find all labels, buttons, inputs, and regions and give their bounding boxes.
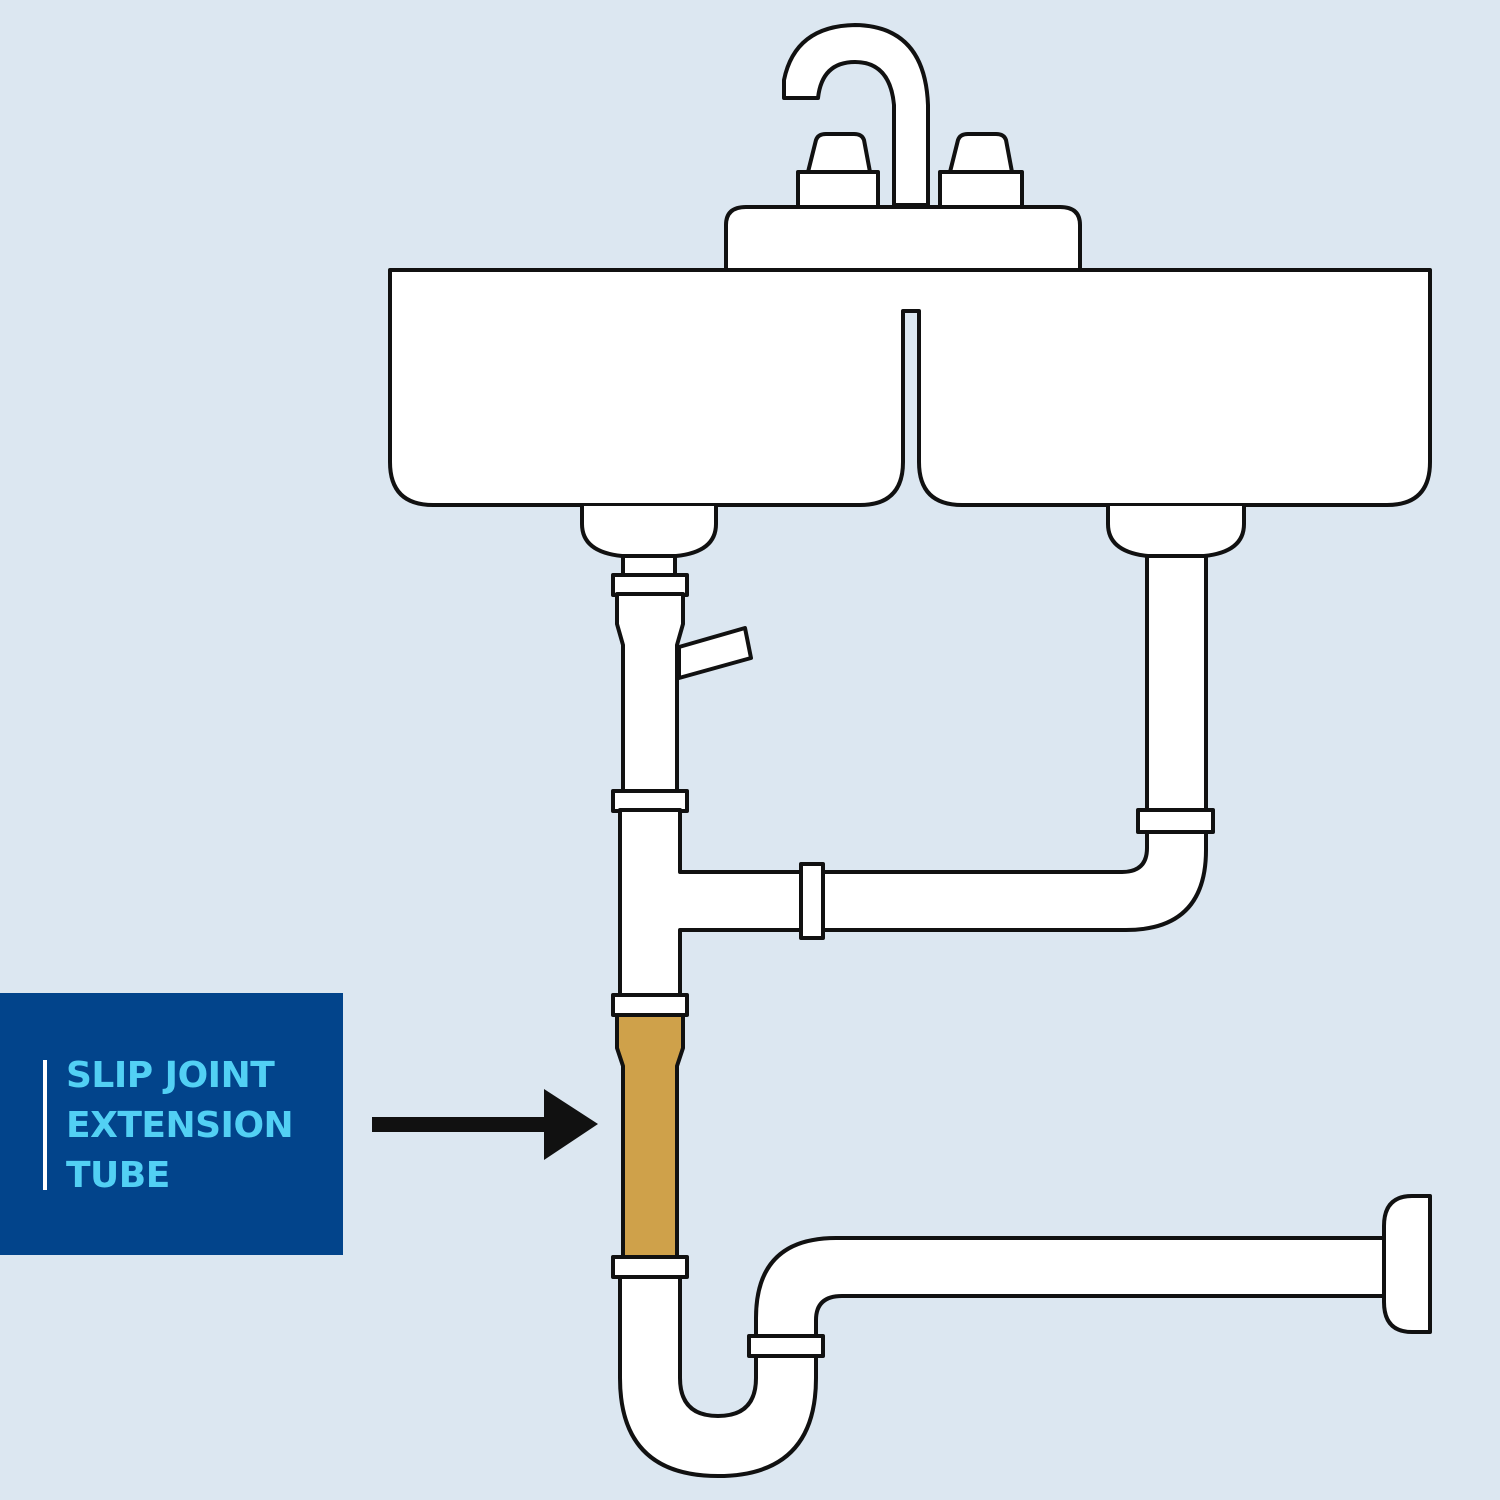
faucet-deck-plate	[724, 205, 1082, 272]
callout-box	[0, 993, 343, 1255]
callout-line-3: TUBE	[66, 1155, 170, 1196]
right-elbow-slip-nut	[1136, 808, 1215, 834]
faucet-handle-left	[796, 132, 880, 210]
arrow-right-icon	[372, 1089, 598, 1160]
slip-joint-extension-tube	[615, 1012, 685, 1262]
callout-text: SLIP JOINT EXTENSION TUBE	[66, 1051, 336, 1201]
wall-escutcheon	[1382, 1194, 1432, 1334]
horizontal-waste-slip-nut	[799, 862, 825, 940]
dishwasher-inlet	[677, 626, 753, 680]
callout-accent-bar	[43, 1060, 47, 1190]
p-trap-inlet-slip-nut	[611, 1255, 689, 1279]
callout-label: SLIP JOINT EXTENSION TUBE	[0, 993, 343, 1255]
callout-line-2: EXTENSION	[66, 1105, 294, 1146]
extension-top-slip-nut	[611, 993, 689, 1017]
left-basket-strainer	[580, 506, 718, 558]
callout-line-1: SLIP JOINT	[66, 1055, 275, 1096]
faucet-handle-right	[938, 132, 1024, 210]
continuous-waste-pipe	[618, 554, 1208, 997]
p-trap-and-trap-arm	[618, 1236, 1386, 1478]
right-basket-strainer	[1106, 506, 1246, 558]
faucet-spout	[782, 23, 930, 207]
p-trap-outlet-slip-nut	[747, 1334, 825, 1358]
left-tailpiece	[615, 592, 685, 794]
double-bowl-sink	[388, 268, 1432, 507]
